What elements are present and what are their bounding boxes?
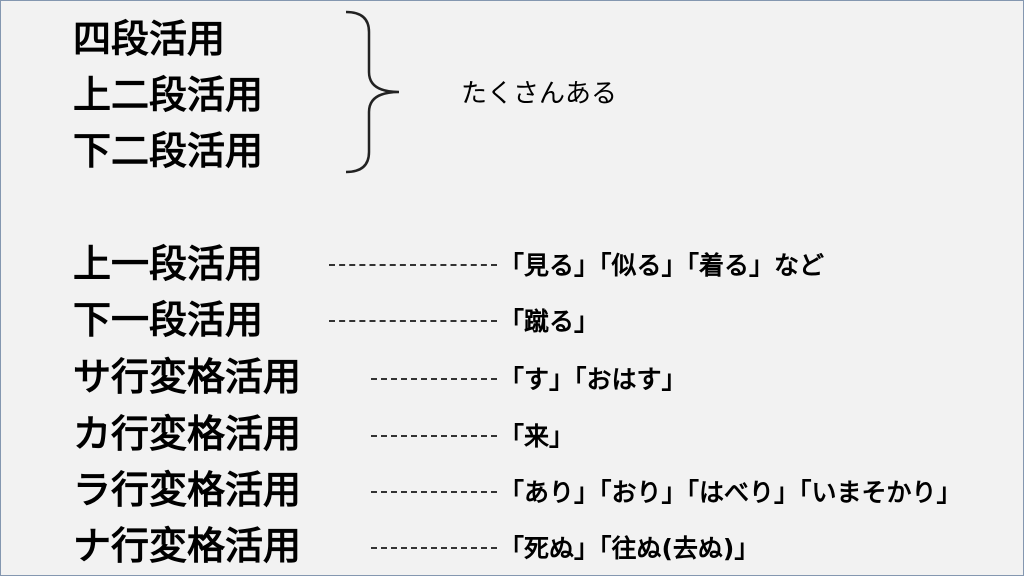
row-term-na-hen: ナ行変格活用 bbox=[73, 524, 302, 568]
row-term-ra-hen: ラ行変格活用 bbox=[73, 468, 302, 512]
row-term-shimo-ichidan: 下一段活用 bbox=[73, 298, 264, 342]
row-examples-shimo-ichidan: 「蹴る」 bbox=[499, 307, 600, 336]
group-term-shimo-nidan: 下二段活用 bbox=[73, 129, 264, 173]
group-term-yodan: 四段活用 bbox=[73, 17, 226, 61]
row-term-ka-hen: カ行変格活用 bbox=[73, 412, 302, 456]
row-leader-line bbox=[371, 491, 497, 493]
row-examples-kami-ichidan: 「見る」「似る」「着る」など bbox=[499, 251, 825, 280]
row-leader-line bbox=[371, 435, 497, 437]
row-leader-line bbox=[329, 320, 497, 322]
row-examples-ra-hen: 「あり」「おり」「はべり」「いまそかり」 bbox=[499, 478, 962, 507]
row-leader-line bbox=[371, 547, 497, 549]
curly-brace-icon bbox=[345, 10, 400, 174]
row-examples-ka-hen: 「来」 bbox=[499, 422, 575, 451]
group-term-kami-nidan: 上二段活用 bbox=[73, 73, 264, 117]
row-examples-na-hen: 「死ぬ」「往ぬ(去ぬ)」 bbox=[499, 534, 760, 563]
row-term-kami-ichidan: 上一段活用 bbox=[73, 242, 264, 286]
row-leader-line bbox=[329, 264, 497, 266]
row-leader-line bbox=[371, 378, 497, 380]
row-examples-sa-hen: 「す」「おはす」 bbox=[499, 365, 687, 394]
group-note: たくさんある bbox=[461, 79, 618, 109]
row-term-sa-hen: サ行変格活用 bbox=[73, 355, 302, 399]
